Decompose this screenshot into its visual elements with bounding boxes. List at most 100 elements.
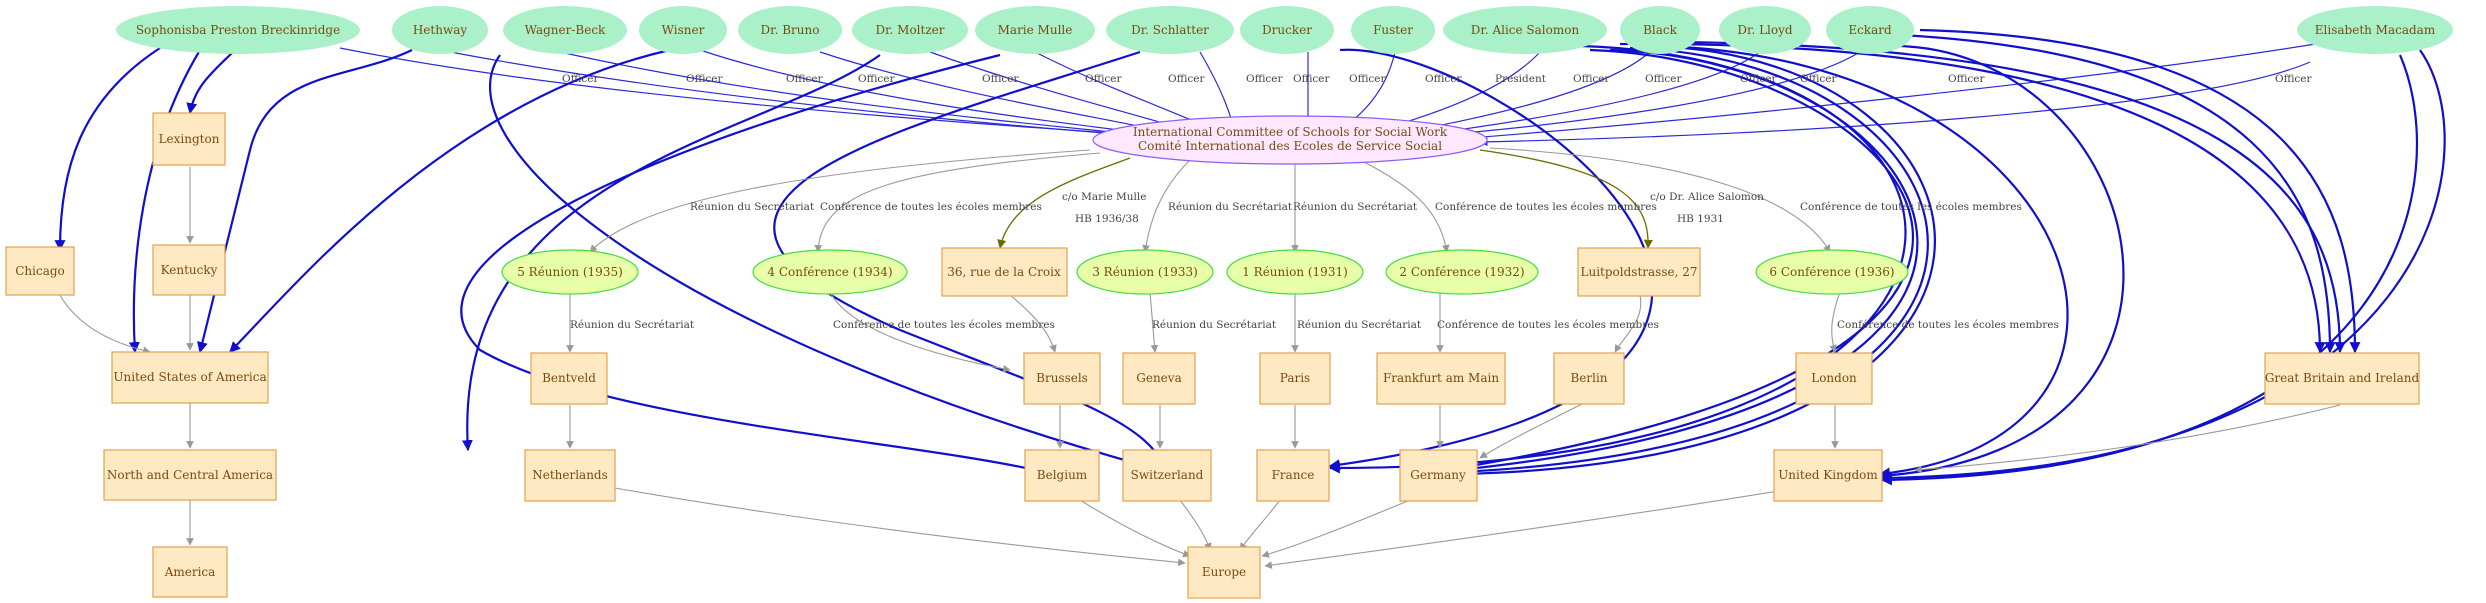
edge-wagner-icss [559, 51, 1151, 140]
edge-label-officer: Officer [1573, 73, 1611, 85]
event-label: 3 Réunion (1933) [1092, 265, 1198, 279]
edge-label-hb-mulle: HB 1936/38 [1075, 213, 1139, 225]
place-node[interactable]: Kentucky [152, 244, 226, 296]
place-node[interactable]: Brussels [1023, 352, 1101, 405]
person-node[interactable]: Dr. Alice Salomon [1443, 6, 1607, 54]
edge-eckard-germany [1458, 44, 1936, 480]
committee-node[interactable]: International Committee of Schools for S… [1092, 115, 1488, 165]
edge-label-conference: Conférence de toutes les écoles membres [1435, 201, 1657, 213]
edge-p3-gbi [1619, 42, 2326, 354]
place-node[interactable]: Bentveld [530, 352, 608, 405]
edge-label-officer: Officer [1168, 73, 1206, 85]
person-label: Marie Mulle [998, 23, 1073, 37]
place-label: Great Britain and Ireland [2265, 371, 2420, 385]
person-label: Wisner [662, 23, 705, 37]
edge-label-reunion: Réunion du Secrétariat [1297, 319, 1422, 331]
person-node[interactable]: Dr. Lloyd [1719, 6, 1811, 54]
event-node[interactable]: 4 Conférence (1934) [752, 249, 908, 295]
edge-chicago-usa [59, 294, 151, 355]
edge-icss-r5 [589, 149, 1091, 253]
person-node[interactable]: Elisabeth Macadam [2297, 6, 2453, 54]
event-node[interactable]: 1 Réunion (1931) [1226, 249, 1364, 295]
edge-berlin-germany [1479, 399, 1591, 459]
place-label: Brussels [1036, 371, 1088, 385]
place-node[interactable]: Lexington [152, 112, 226, 166]
event-label: 1 Réunion (1931) [1242, 265, 1348, 279]
place-node[interactable]: Europe [1187, 546, 1261, 599]
edge-label-officer: Officer [1948, 73, 1986, 85]
place-node[interactable]: Chicago [5, 246, 75, 296]
person-node[interactable]: Hethway [392, 6, 488, 54]
edge-macadam-uk-2 [1880, 54, 2418, 486]
person-node[interactable]: Black [1620, 6, 1700, 54]
person-label: Sophonisba Preston Breckinridge [136, 23, 340, 37]
place-nodes: Chicago Lexington Kentucky United States… [5, 112, 2420, 599]
committee-edges [589, 147, 1831, 253]
place-node[interactable]: United States of America [111, 351, 269, 404]
edge-wagner-switz [489, 54, 1162, 473]
edge-black-icss [1394, 51, 1651, 137]
place-node[interactable]: America [152, 546, 228, 598]
edge-salomon-germany [1456, 48, 1915, 472]
edge-label-officer: Officer [1740, 73, 1778, 85]
place-node[interactable]: North and Central America [103, 449, 277, 501]
place-label: Europe [1202, 565, 1246, 579]
event-node[interactable]: 6 Conférence (1936) [1755, 249, 1909, 295]
event-nodes: 5 Réunion (1935) 4 Conférence (1934) 3 R… [501, 249, 1909, 295]
place-node[interactable]: Luitpoldstrasse, 27 [1577, 247, 1701, 297]
person-node[interactable]: Marie Mulle [975, 6, 1095, 54]
edge-label-officer: Officer [1349, 73, 1387, 85]
person-label: Dr. Moltzer [876, 23, 945, 37]
edge-breck-chicago [54, 47, 161, 252]
edge-label-reunion: Réunion du Secrétariat [690, 201, 815, 213]
edge-icss-luitpold [1479, 149, 1653, 249]
edge-label-officer: Officer [1246, 73, 1284, 85]
place-label: Lexington [159, 132, 220, 146]
person-label: Dr. Lloyd [1737, 23, 1792, 37]
place-node[interactable]: Paris [1259, 352, 1331, 405]
place-label: Paris [1280, 371, 1310, 385]
edge-moltzer-neth [461, 54, 881, 452]
edge-switz-europe [1179, 499, 1212, 551]
edge-croix-brussels [1009, 294, 1057, 353]
edge-icss-c2 [1359, 159, 1450, 253]
place-node[interactable]: Germany [1399, 449, 1478, 502]
place-node[interactable]: Frankfurt am Main [1376, 352, 1506, 405]
place-node[interactable]: Great Britain and Ireland [2264, 352, 2420, 405]
edge-belgium-europe [1079, 499, 1191, 558]
place-node[interactable]: Berlin [1553, 352, 1625, 405]
event-node[interactable]: 5 Réunion (1935) [501, 249, 639, 295]
edge-label-officer: Officer [1085, 73, 1123, 85]
person-node[interactable]: Drucker [1240, 6, 1334, 54]
person-node[interactable]: Wisner [639, 6, 727, 54]
person-node[interactable]: Dr. Moltzer [852, 6, 968, 54]
event-label: 4 Conférence (1934) [767, 265, 892, 279]
person-node[interactable]: Sophonisba Preston Breckinridge [116, 6, 360, 54]
person-node[interactable]: Dr. Bruno [738, 6, 842, 54]
edge-label-officer: Officer [1425, 73, 1463, 85]
edge-label-officer: Officer [1645, 73, 1683, 85]
edge-labels: Officer Officer Officer Officer Officer … [562, 73, 2313, 331]
edge-macadam-uk [1880, 49, 2446, 484]
person-node[interactable]: Fuster [1351, 6, 1435, 54]
edge-label-reunion: Réunion du Secrétariat [1293, 201, 1418, 213]
person-label: Drucker [1262, 23, 1312, 37]
place-node[interactable]: Belgium [1024, 449, 1100, 502]
place-node[interactable]: United Kingdom [1773, 449, 1883, 502]
place-node[interactable]: 36, rue de la Croix [941, 247, 1068, 297]
place-label: France [1272, 468, 1315, 482]
place-node[interactable]: London [1795, 352, 1873, 405]
edge-breck-usa [128, 49, 201, 354]
place-node[interactable]: Netherlands [524, 449, 616, 502]
event-node[interactable]: 2 Conférence (1932) [1385, 249, 1539, 295]
person-node[interactable]: Wagner-Beck [503, 6, 627, 54]
place-node[interactable]: France [1256, 449, 1330, 502]
event-node[interactable]: 3 Réunion (1933) [1076, 249, 1214, 295]
person-node[interactable]: Dr. Schlatter [1106, 6, 1234, 54]
place-node[interactable]: Switzerland [1122, 449, 1212, 502]
person-node[interactable]: Eckard [1826, 6, 1914, 54]
person-label: Dr. Alice Salomon [1471, 23, 1580, 37]
place-node[interactable]: Geneva [1122, 352, 1196, 405]
edge-lloyd-icss [1419, 51, 1761, 139]
